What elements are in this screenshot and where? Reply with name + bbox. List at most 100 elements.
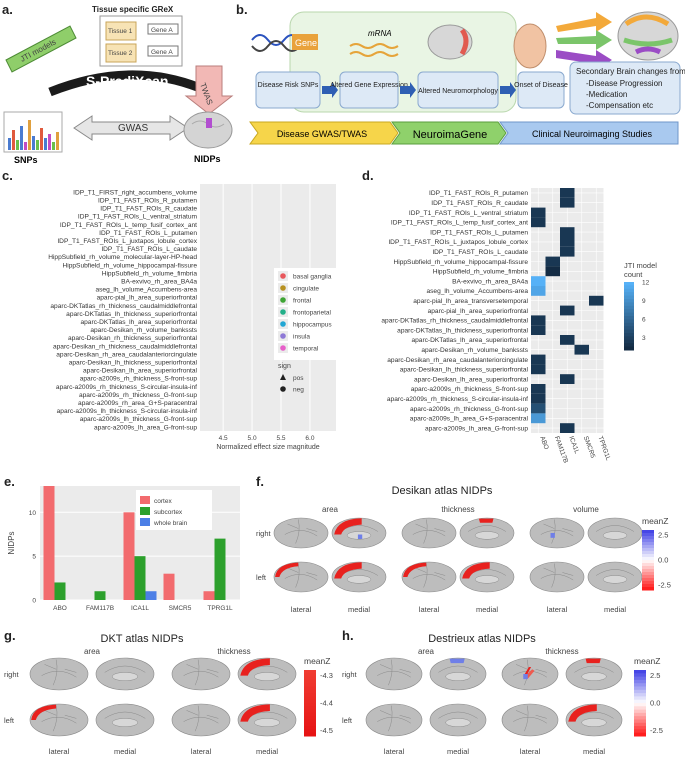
- legend-gradient-step: [642, 578, 654, 582]
- legend-gradient-step: [642, 575, 654, 579]
- heatmap-cell: [560, 305, 575, 316]
- sulcus-line: [377, 670, 411, 678]
- legend-gradient-step: [304, 699, 316, 704]
- legend-tick: 3: [642, 335, 646, 342]
- bar: [123, 512, 135, 600]
- row-label: IDP_T1_FAST_ROIs_L_temp_fusif_cortex_ant: [391, 220, 528, 227]
- row-label: HippSubfield_rh_volume_molecular-layer-H…: [48, 254, 197, 261]
- spredixcan-label: S-PrediXcan: [86, 73, 168, 89]
- legend-gradient-step: [304, 722, 316, 727]
- heatmap-cell: [560, 227, 575, 237]
- highlight-region: [478, 518, 494, 523]
- legend-gradient-step: [642, 563, 654, 567]
- row-label: right: [256, 529, 272, 538]
- row-label: aparc-a2009s_lh_thickness_G-front-sup: [80, 416, 198, 423]
- brain-surface: [365, 657, 423, 691]
- sulcus-line: [513, 670, 547, 678]
- sulcus-line: [104, 665, 146, 673]
- legend-gradient-step: [304, 712, 316, 717]
- legend-gradient-step: [624, 343, 634, 348]
- brain-medial-view: [331, 517, 387, 549]
- corpus-callosum: [602, 531, 628, 540]
- brain-surface: [529, 561, 585, 593]
- legend-tick: -2.5: [658, 581, 671, 590]
- row-label: right: [342, 670, 358, 679]
- row-label: aparc-Desikan_rh_thickness_superiorfront…: [68, 335, 198, 342]
- legend-key: [280, 309, 286, 315]
- legend-gradient-step: [642, 584, 654, 588]
- sulcus-line: [543, 523, 574, 532]
- view-label: lateral: [384, 747, 405, 756]
- brain-medial-view: [459, 561, 515, 593]
- brain-medial-view: [429, 703, 487, 737]
- row-label: aseg_lh_volume_Accumbens-area: [95, 287, 197, 294]
- heatmap-cell: [531, 276, 546, 286]
- legend-key: [140, 507, 150, 515]
- banner-gwas-twas: [249, 121, 399, 145]
- tissue-title: Tissue specific GReX: [92, 5, 174, 14]
- legend-gradient-step: [634, 696, 646, 701]
- sulcus-line: [44, 664, 77, 673]
- legend-neg-label: neg: [293, 387, 304, 394]
- heatmap-cell: [560, 197, 575, 208]
- gene-box: [292, 34, 318, 50]
- row-label: aparc-Desikan_rh_area_caudalanteriorcing…: [387, 357, 528, 364]
- brain-medial-view: [587, 517, 643, 549]
- panel-label-h: h.: [342, 628, 354, 643]
- legend-gradient-step: [304, 706, 316, 711]
- legend-gradient-step: [304, 726, 316, 730]
- sulcus-line: [574, 665, 614, 673]
- legend-key: [280, 333, 286, 339]
- sulcus-line: [595, 525, 635, 532]
- legend-gradient-step: [634, 683, 646, 687]
- legend-gradient-step: [624, 292, 634, 297]
- x-tick-label: ICA1L: [131, 605, 149, 612]
- view-label: medial: [604, 605, 626, 614]
- row-label: HippSubfield_rh_volume_hippocampal-fissu…: [393, 259, 528, 266]
- row-label: aparc-Desikan_rh_thickness_caudalmiddlef…: [53, 343, 198, 350]
- step-altered-gene-expression: [339, 71, 399, 109]
- highlight-region: [523, 674, 528, 680]
- sulcus-line: [186, 664, 219, 673]
- panel-label-d: d.: [362, 168, 374, 183]
- legend-label: whole brain: [153, 520, 188, 527]
- legend-title-2: count: [624, 270, 643, 279]
- banner-label-2: Clinical Neuroimaging Studies: [532, 129, 653, 139]
- heatmap-cell: [531, 384, 546, 394]
- row-label: IDP_T1_FAST_ROIs_L_caudate: [101, 246, 197, 253]
- sulcus-line: [379, 664, 411, 673]
- row-label: aparc-Desikan_rh_area_caudalanteriorcing…: [56, 351, 197, 358]
- brain-lateral-view: [501, 703, 559, 737]
- brain-medial-view: [565, 703, 623, 737]
- row-label: aparc-Desikan_rh_volume_bankssts: [90, 327, 197, 334]
- brain-lateral-view: [171, 703, 231, 737]
- legend-tick: -4.4: [320, 699, 333, 708]
- highlight-region: [403, 562, 427, 577]
- gene-a-label-1: Gene A: [151, 27, 173, 34]
- legend-tick: -4.3: [320, 671, 333, 680]
- legend-key: [140, 496, 150, 504]
- legend-gradient-step: [634, 716, 646, 720]
- legend-key: [140, 518, 150, 526]
- legend-gradient-step: [642, 566, 654, 570]
- heatmap-cell: [545, 266, 560, 277]
- row-label: left: [342, 716, 353, 725]
- brain-lateral-view: [29, 657, 89, 691]
- brain-surface: [29, 703, 89, 737]
- row-label: HippSubfield_rh_volume_hippocampal-fissu…: [62, 262, 197, 269]
- row-label: aparc-a2009s_rh_thickness_S-front-sup: [80, 376, 198, 383]
- corpus-callosum: [581, 672, 607, 681]
- corpus-callosum: [602, 575, 628, 584]
- step-label-2: Altered Neuromorphology: [418, 88, 498, 95]
- row-label: aparc-Desikan_lh_thickness_superiorfront…: [69, 359, 198, 366]
- sulcus-line: [423, 563, 428, 588]
- sulcus-line: [595, 569, 635, 576]
- highlight-region: [240, 658, 270, 676]
- column-label: SMCR5: [582, 435, 596, 459]
- legend-gradient-step: [304, 703, 316, 707]
- gene-label: Gene: [295, 38, 317, 48]
- legend-gradient-step: [642, 560, 654, 564]
- row-label: aparc-a2009s_rh_area_G+S-paracentral: [78, 400, 197, 407]
- mrna-label: mRNA: [368, 29, 392, 38]
- brain-medial-view: [237, 703, 297, 737]
